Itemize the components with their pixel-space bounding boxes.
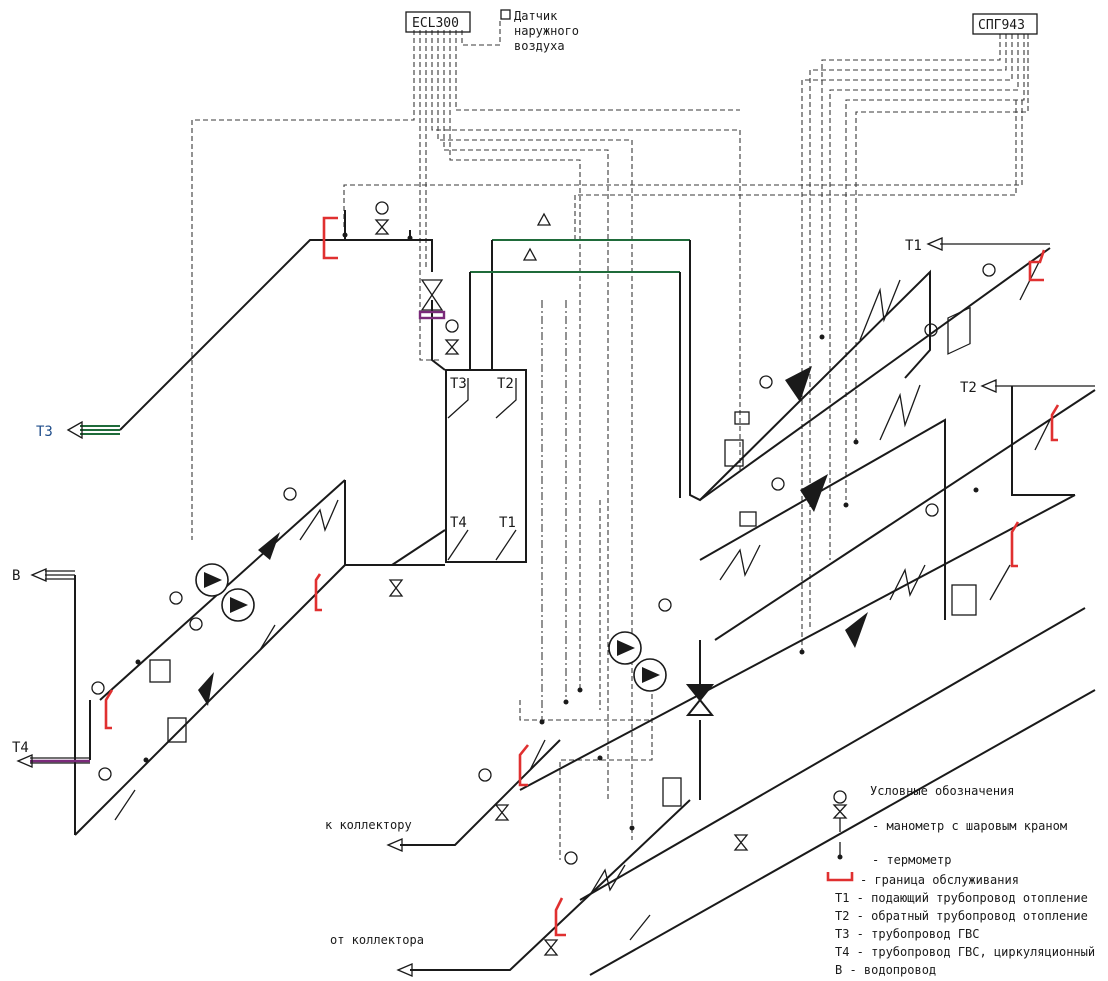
pipe-labels: Т3 В Т4 Т1 Т2 к коллектору от коллектора: [12, 238, 977, 947]
sensor-line1: Датчик: [514, 9, 558, 23]
hx-t3-label: Т3: [450, 376, 467, 392]
ecl300-label: ECL300: [412, 16, 459, 31]
legend-item-t1: Т1 - подающий трубопровод отопление: [835, 891, 1088, 905]
controller-spg943: СПГ943: [972, 13, 1038, 35]
thermometer-icon: [837, 854, 843, 860]
hx-t1-label: Т1: [499, 515, 516, 531]
outdoor-air-sensor: Датчик наружного воздуха: [500, 9, 579, 53]
to-collector-label: к коллектору: [325, 818, 412, 832]
pipe-label-v: В: [12, 568, 20, 584]
legend-item-t2: Т2 - обратный трубопровод отопление: [835, 909, 1088, 923]
controller-ecl300: ECL300: [405, 11, 471, 33]
legend-title: Условные обозначения: [870, 784, 1015, 798]
legend-item-t3: Т3 - трубопровод ГВС: [835, 927, 980, 941]
pipe-label-t4: Т4: [12, 740, 29, 756]
sensor-line3: воздуха: [514, 39, 565, 53]
service-boundaries: [104, 216, 1060, 937]
legend-gauge: - манометр с шаровым краном: [872, 819, 1067, 833]
boundary-icon: [826, 872, 854, 882]
pipe-network: [16, 210, 1096, 977]
legend-item-t4: Т4 - трубопровод ГВС, циркуляционный: [835, 945, 1095, 959]
pipe-label-t1: Т1: [905, 238, 922, 254]
legend-thermometer: - термометр: [872, 853, 951, 867]
hx-t2-label: Т2: [497, 376, 514, 392]
legend: Условные обозначения - манометр с шаровы…: [826, 784, 1095, 977]
gauge-icon: [833, 790, 847, 804]
sensor-line2: наружного: [514, 24, 579, 38]
hx-t4-label: Т4: [450, 515, 467, 531]
legend-boundary: - граница обслуживания: [860, 873, 1019, 887]
pipe-label-t2: Т2: [960, 380, 977, 396]
heat-exchanger: Т3 Т2 Т4 Т1: [450, 376, 516, 531]
spg943-label: СПГ943: [978, 18, 1025, 33]
pipe-label-t3: Т3: [36, 424, 53, 440]
from-collector-label: от коллектора: [330, 933, 424, 947]
legend-item-v: В - водопровод: [835, 963, 936, 977]
control-signal-lines: [191, 20, 1029, 860]
equipment: [91, 201, 1051, 956]
